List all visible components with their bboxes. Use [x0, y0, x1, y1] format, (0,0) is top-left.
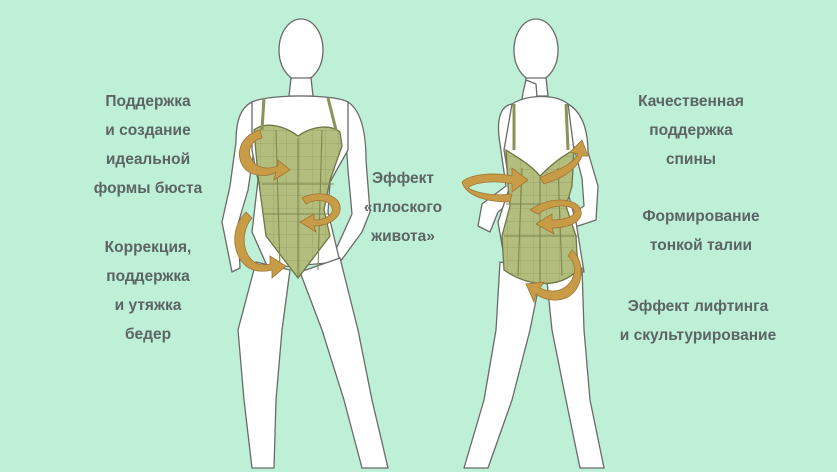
curved-arrow-icon	[525, 249, 582, 304]
front-leg-right	[237, 261, 291, 469]
front-neck	[288, 77, 314, 97]
back-arm-right	[567, 103, 599, 229]
curved-arrow-icon	[529, 199, 582, 235]
curved-arrow-icon	[238, 129, 291, 181]
curved-arrow-icon	[299, 193, 341, 233]
curved-arrow-icon	[461, 167, 529, 203]
front-arm-left	[331, 101, 371, 263]
back-leg-right	[545, 267, 605, 469]
lifting-effect-label: Эффект лифтинга и скультурирование	[619, 298, 777, 344]
front-leg-left	[299, 257, 389, 469]
front-bodysuit	[253, 97, 343, 280]
flat-belly-label: Эффект «плоского живота»	[363, 170, 443, 245]
back-head	[513, 18, 559, 82]
back-support-label: Качественная поддержка спины	[638, 93, 744, 168]
curved-arrow-icon	[539, 139, 589, 185]
thin-waist-label: Формирование тонкой талии	[642, 208, 760, 254]
arrows	[234, 129, 589, 304]
hips-correction-label: Коррекция, поддержка и утяжка бедер	[104, 239, 192, 343]
curved-arrow-icon	[234, 211, 287, 279]
front-head	[278, 18, 324, 82]
bust-support-label: Поддержка и создание идеальной формы бюс…	[93, 93, 203, 197]
